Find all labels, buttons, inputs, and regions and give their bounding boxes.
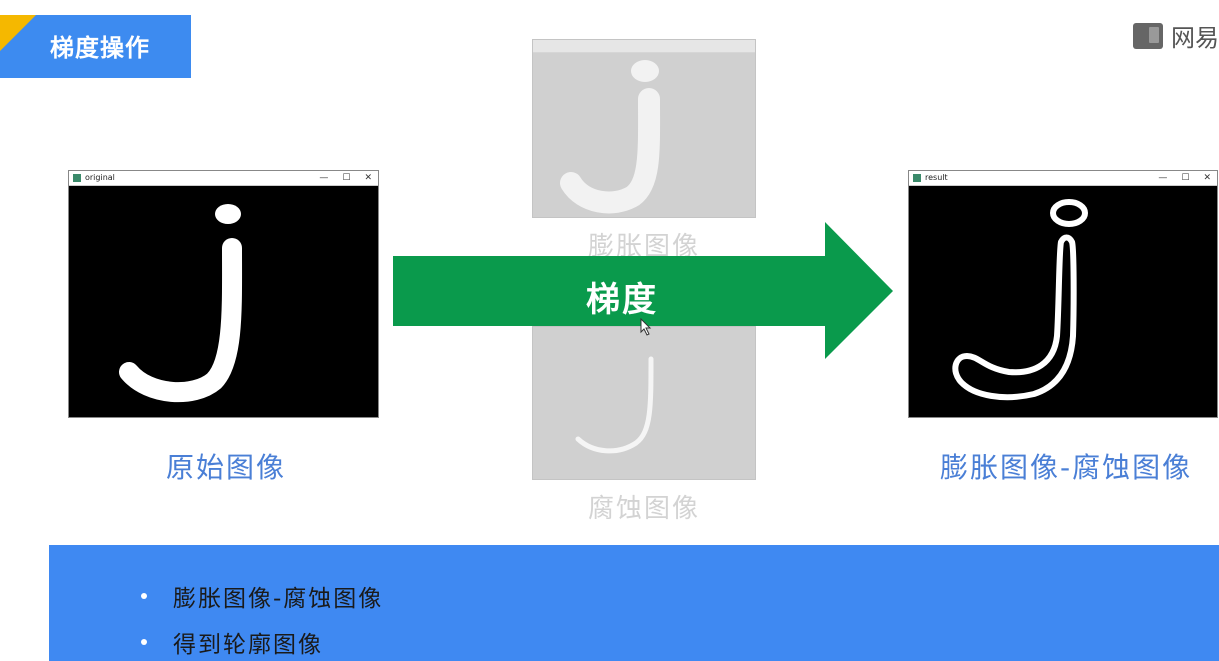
window-title: original — [85, 173, 115, 182]
maximize-icon[interactable]: ☐ — [342, 173, 351, 183]
minimize-icon[interactable]: — — [319, 173, 329, 183]
list-item-text: 膨胀图像-腐蚀图像 — [173, 586, 384, 612]
bullet-icon — [141, 593, 147, 599]
close-icon[interactable]: ✕ — [364, 173, 372, 183]
book-icon — [1133, 22, 1163, 49]
dilate-image-window — [532, 39, 756, 218]
window-title: result — [925, 173, 948, 182]
gradient-arrow — [393, 222, 893, 359]
section-title-badge: 梯度操作 — [0, 15, 191, 78]
close-icon[interactable]: ✕ — [1203, 173, 1211, 183]
list-item: 膨胀图像-腐蚀图像 — [141, 579, 383, 613]
arrow-label: 梯度 — [586, 280, 658, 320]
erode-j-image — [575, 356, 654, 454]
page-title: 梯度操作 — [50, 34, 150, 62]
caption-erode: 腐蚀图像 — [588, 494, 701, 524]
window-titlebar — [533, 40, 755, 53]
window-titlebar: result — ☐ ✕ — [909, 171, 1217, 186]
mouse-cursor-icon — [640, 318, 652, 336]
window-titlebar: original — ☐ ✕ — [69, 171, 378, 186]
list-item-text: 得到轮廓图像 — [173, 632, 323, 658]
caption-result: 膨胀图像-腐蚀图像 — [940, 451, 1193, 484]
bullet-icon — [141, 639, 147, 645]
erode-image-window — [532, 326, 756, 480]
result-image-window: result — ☐ ✕ — [908, 170, 1218, 418]
minimize-icon[interactable]: — — [1158, 173, 1168, 183]
original-j-image — [119, 204, 243, 403]
caption-original: 原始图像 — [166, 451, 287, 484]
maximize-icon[interactable]: ☐ — [1181, 173, 1190, 183]
original-image-window: original — ☐ ✕ — [68, 170, 379, 418]
dilate-j-image — [560, 60, 661, 214]
list-item: 得到轮廓图像 — [141, 625, 323, 659]
app-icon — [913, 174, 921, 182]
brand-text: 网易 — [1171, 24, 1219, 52]
result-contour-image — [952, 199, 1088, 401]
corner-accent — [0, 15, 36, 51]
app-icon — [73, 174, 81, 182]
summary-panel: 膨胀图像-腐蚀图像 得到轮廓图像 — [49, 545, 1219, 661]
brand-logo: 网易 — [1133, 18, 1219, 53]
